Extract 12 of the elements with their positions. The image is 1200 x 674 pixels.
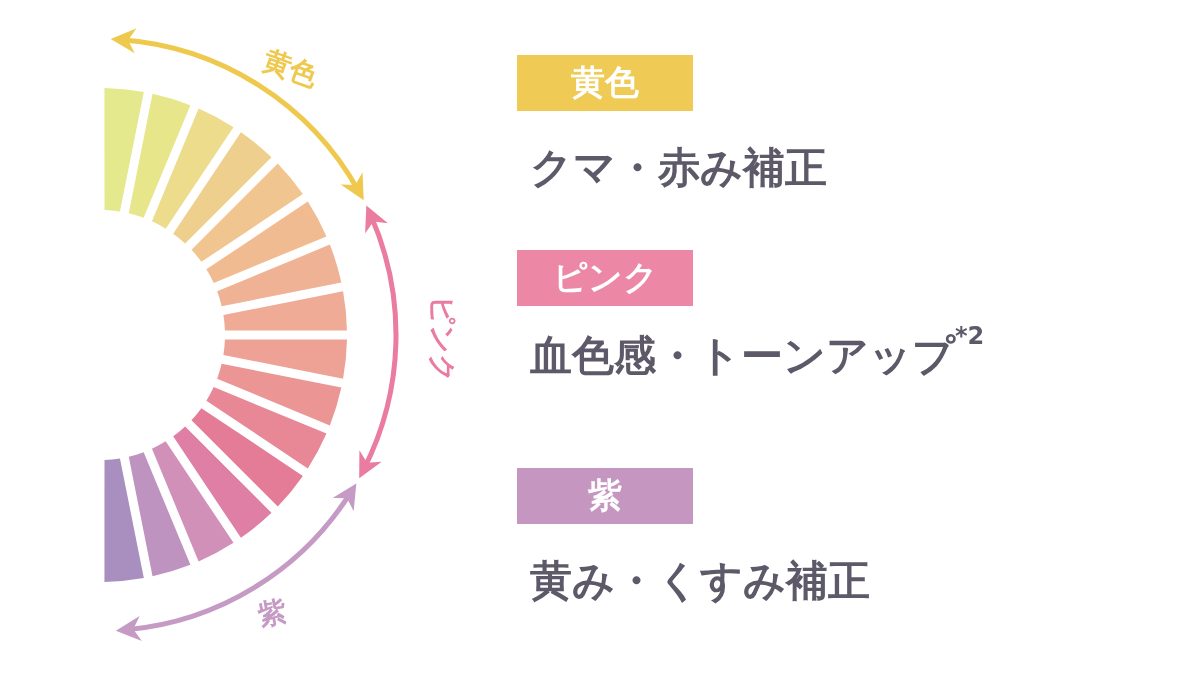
effect-text: 血色感・トーンアップ$^{*2}$: [530, 328, 985, 382]
color-badge: [517, 55, 693, 111]
badge-label: 黄色: [571, 61, 639, 104]
color-badge: [517, 468, 693, 524]
range-label: 紫: [254, 593, 290, 635]
range-label: 黄色: [257, 42, 323, 96]
badge-label: ピンク: [552, 256, 658, 299]
effect-text: 黄み・くすみ補正: [530, 555, 870, 607]
range-label: ピンク: [424, 295, 460, 383]
effect-text: クマ・赤み補正: [530, 142, 827, 194]
color-badge: [517, 250, 693, 306]
badge-label: 紫: [588, 474, 622, 517]
